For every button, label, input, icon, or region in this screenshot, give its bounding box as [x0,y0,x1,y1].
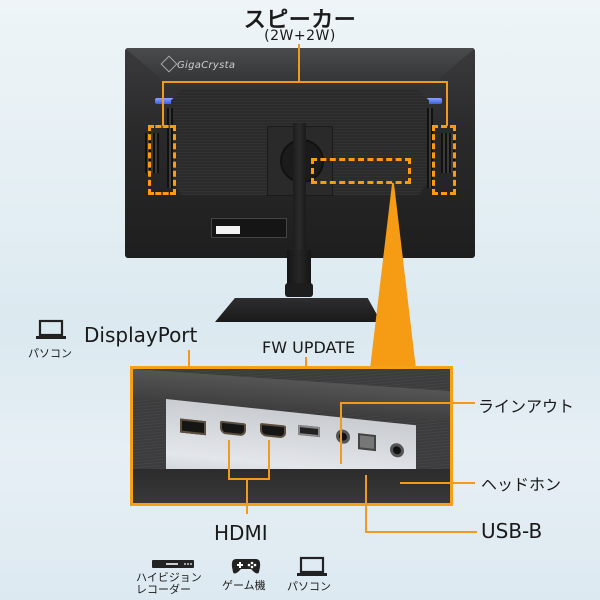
stand-neck [293,123,306,258]
speaker-grille-right [441,133,455,173]
usb-b-connector-drop [365,475,367,532]
hdmi-label: HDMI [214,521,268,545]
speaker-connector-left [162,81,164,126]
usb-a-port [298,424,320,438]
speaker-left-highlight [148,125,176,195]
laptop-icon [36,319,66,339]
speaker-connector-vertical [298,48,300,82]
speaker-connector-top [298,44,300,50]
rating-label [211,218,287,238]
hdmi-connector-right [268,440,270,480]
headphone-jack [390,442,404,459]
hdmi-connector-left [228,440,230,480]
hdmi-connector-down [246,478,248,514]
vent-left-strip [167,108,173,188]
hdmi-device-game-label: ゲーム機 [222,579,266,592]
port-detail-zoom [130,366,453,506]
displayport-label: DisplayPort [84,323,198,347]
recorder-label-line2: レコーダー [136,583,191,596]
detail-bottom-shadow [133,469,450,503]
line-out-connector-drop [340,402,342,464]
stand-collar [285,283,313,297]
monitor-back: GigaCrysta [125,48,475,258]
fw-update-label: FW UPDATE [262,338,356,357]
speaker-connector-right [446,81,448,126]
usb-b-label: USB-B [481,519,543,543]
line-out-connector [340,402,475,404]
monitor-top-bevel [125,48,475,90]
gamepad-icon [231,559,261,574]
rating-label-sticker [216,226,240,234]
usb-b-connector [365,531,477,533]
hdmi-port-1 [220,420,246,437]
hdmi-connector-join [228,478,270,480]
vent-right-strip [427,108,433,188]
usb-b-port [358,433,376,452]
line-out-jack [336,428,350,445]
brand-logo: GigaCrysta [177,60,236,71]
speaker-subtitle: (2W+2W) [264,28,336,44]
hdmi-device-recorder-label: ハイビジョン レコーダー [136,572,202,596]
laptop-icon [297,556,327,576]
headphone-connector [400,482,475,484]
displayport-device-label: パソコン [28,347,72,360]
hdmi-port-2 [260,422,286,439]
hdmi-device-pc-label: パソコン [287,580,331,593]
speaker-title: スピーカー [243,8,357,33]
speaker-right-highlight [432,125,456,195]
headphone-label: ヘッドホン [481,475,562,494]
stand-base [215,298,381,322]
line-out-label: ラインアウト [478,397,575,416]
recorder-icon [152,560,194,568]
speaker-connector-horizontal [162,81,448,83]
recorder-label-line1: ハイビジョン [136,571,202,584]
displayport-port [180,418,206,436]
port-panel-highlight [311,158,411,184]
